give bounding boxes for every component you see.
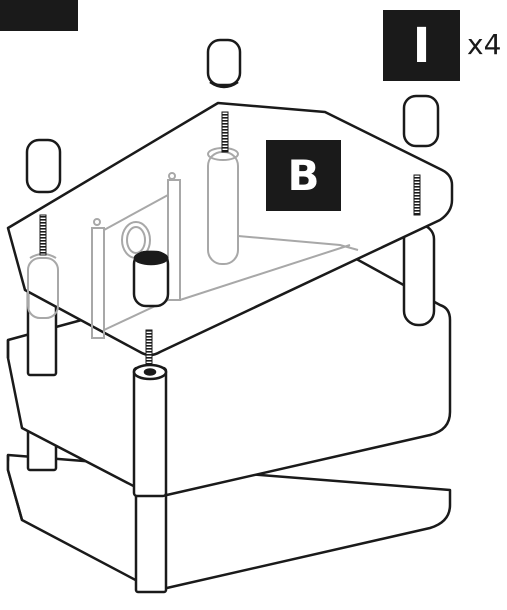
step-badge [0, 0, 78, 31]
cap-floating-left [25, 138, 62, 194]
cap-floating-right [402, 94, 440, 148]
part-quantity: x4 [467, 28, 502, 61]
threaded-studs [39, 111, 421, 366]
cap-floating-top [206, 38, 242, 89]
front-post-upper [132, 363, 168, 498]
part-label-b: B [266, 140, 341, 211]
part-label-b-text: B [287, 151, 320, 200]
front-post-lower [134, 490, 168, 594]
rear-post-upper-right [402, 223, 436, 327]
part-label-i: I [383, 10, 460, 81]
part-label-i-text: I [412, 17, 431, 74]
cap-floating-center [132, 250, 170, 308]
